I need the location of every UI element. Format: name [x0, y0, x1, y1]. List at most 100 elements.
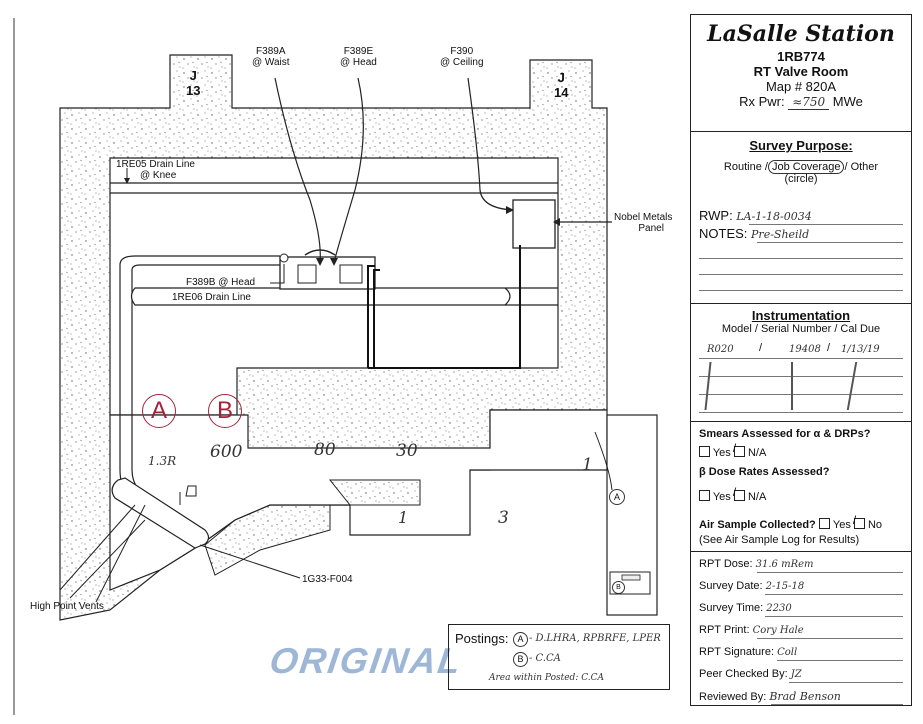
postings-marker-b: B — [513, 652, 528, 667]
purpose-routine: Routine / — [723, 161, 768, 173]
air-sample-note: (See Air Sample Log for Results) — [699, 534, 860, 546]
record-value: 2230 — [766, 603, 792, 614]
label-line: Nobel Metals — [614, 212, 673, 223]
beta-yes-checkbox[interactable] — [699, 490, 710, 501]
map-drawing — [13, 18, 658, 715]
rwp-row: RWP: LA-1-18-0034 — [699, 208, 812, 223]
instrumentation-heading: Instrumentation — [751, 308, 851, 323]
label-line: Panel — [638, 223, 664, 234]
label-line: @ Ceiling — [440, 57, 484, 68]
record-rpt-print: RPT Print: Cory Hale — [699, 624, 804, 636]
postings-b-text: - C.CA — [529, 653, 561, 664]
reading-1-east: 1 — [582, 455, 593, 475]
na-slash — [846, 362, 858, 410]
record-value: 2-15-18 — [765, 581, 805, 592]
instrument-model: R020 — [707, 344, 734, 355]
smears-options: Yes / N/A — [699, 442, 767, 459]
label-line: F389E — [343, 46, 374, 57]
label-high-point-vents: High Point Vents — [30, 601, 104, 612]
label-1g33-f004: 1G33-F004 — [302, 574, 353, 585]
air-yes-checkbox[interactable] — [818, 518, 830, 529]
beta-na-label: N/A — [747, 491, 767, 503]
survey-info-panel: LaSalle Station 1RB774 RT Valve Room Map… — [690, 14, 912, 706]
na-slash — [791, 362, 793, 410]
postings-a-text: - D.LHRA, RPBRFE, LPER — [529, 633, 661, 644]
circle-note: (circle) — [784, 173, 818, 185]
label-line: @ Waist — [252, 57, 290, 68]
label-f389b: F389B @ Head — [186, 277, 256, 288]
rx-power-row: Rx Pwr: ≈750 MWe — [691, 94, 911, 110]
record-peer-checked: Peer Checked By: JZ — [699, 668, 802, 680]
station-title: LaSalle Station — [707, 21, 895, 47]
purpose-job-coverage-circled: Job Coverage — [767, 160, 845, 174]
reading-3: 3 — [498, 508, 509, 528]
header-section: LaSalle Station 1RB774 RT Valve Room Map… — [691, 15, 911, 132]
reading-1-south: 1 — [398, 508, 409, 527]
map-number: Map # 820A — [765, 79, 837, 94]
postings-title: Postings: — [455, 631, 509, 646]
column-number: 14 — [554, 85, 569, 100]
label-f389e: F389E @ Head — [340, 46, 377, 68]
room-name: RT Valve Room — [753, 64, 849, 79]
beta-options: Yes / N/A — [699, 486, 767, 503]
air-no-checkbox[interactable]: / — [853, 514, 865, 529]
column-j13: J 13 — [186, 68, 200, 98]
air-sample-question: Air Sample Collected? — [699, 519, 816, 531]
air-no-label: No — [867, 519, 883, 531]
rx-power-value: ≈750 — [788, 95, 830, 110]
postings-marker-a: A — [513, 632, 528, 647]
purpose-other: / Other — [844, 161, 879, 173]
column-letter: J — [557, 70, 565, 85]
record-label: Survey Time: — [699, 602, 764, 614]
separator: / — [827, 342, 831, 354]
small-marker-b: B — [612, 581, 625, 594]
air-yes-label: Yes — [832, 519, 851, 531]
smears-yes-label: Yes — [712, 447, 731, 459]
small-marker-a: A — [609, 489, 625, 505]
record-label: Survey Date: — [699, 580, 763, 592]
smears-yes-checkbox[interactable] — [699, 446, 710, 457]
label-1re06: 1RE06 Drain Line — [172, 292, 251, 303]
label-line: F389A — [256, 46, 286, 57]
label-f390: F390 @ Ceiling — [440, 46, 484, 68]
record-label: RPT Dose: — [699, 558, 753, 570]
record-rpt-signature: RPT Signature: Coll — [699, 646, 797, 658]
record-value: JZ — [790, 669, 802, 680]
beta-na-checkbox[interactable]: / — [733, 486, 745, 501]
original-stamp: ORIGINAL — [267, 640, 465, 681]
marker-a: A — [142, 394, 176, 428]
record-label: RPT Print: — [699, 624, 750, 636]
marker-b: B — [208, 394, 242, 428]
column-number: 13 — [186, 83, 201, 98]
instrument-serial: 19408 — [789, 344, 821, 355]
rx-power-unit: MWe — [832, 94, 863, 109]
label-f389a: F389A @ Waist — [252, 46, 290, 68]
record-value: Coll — [777, 647, 798, 658]
record-rpt-dose: RPT Dose: 31.6 mRem — [699, 558, 814, 570]
record-label: Reviewed By: — [699, 691, 767, 703]
column-j14: J 14 — [554, 70, 568, 100]
record-reviewed-by: Reviewed By: Brad Benson — [699, 690, 841, 703]
record-label: RPT Signature: — [699, 646, 775, 658]
notes-row: NOTES: Pre-Sheild — [699, 226, 809, 241]
instrumentation-subheading: Model / Serial Number / Cal Due — [721, 323, 881, 335]
label-line: F390 — [450, 46, 474, 57]
label-nobel-metals: Nobel Metals Panel — [614, 212, 672, 234]
rwp-label: RWP: — [699, 208, 733, 223]
survey-purpose-heading: Survey Purpose: — [749, 138, 853, 153]
rwp-value: LA-1-18-0034 — [736, 210, 812, 223]
smears-na-label: N/A — [747, 447, 767, 459]
building-code: 1RB774 — [777, 49, 825, 64]
reading-30: 30 — [396, 441, 418, 461]
label-line: 1RE05 Drain Line — [116, 159, 195, 170]
instrumentation-section: Instrumentation Model / Serial Number / … — [691, 304, 911, 422]
beta-yes-label: Yes — [712, 491, 731, 503]
record-survey-time: Survey Time: 2230 — [699, 602, 792, 614]
air-sample-row: Air Sample Collected? Yes / No — [699, 514, 883, 531]
smears-na-checkbox[interactable]: / — [733, 442, 745, 457]
postings-box: Postings: A - D.LHRA, RPBRFE, LPER B - C… — [448, 624, 670, 690]
record-survey-date: Survey Date: 2-15-18 — [699, 580, 804, 592]
label-line: @ Head — [340, 57, 377, 68]
rx-power-label: Rx Pwr: — [739, 94, 785, 109]
survey-map: J 13 J 14 F389A @ Waist F389E @ Head F39… — [13, 18, 672, 715]
